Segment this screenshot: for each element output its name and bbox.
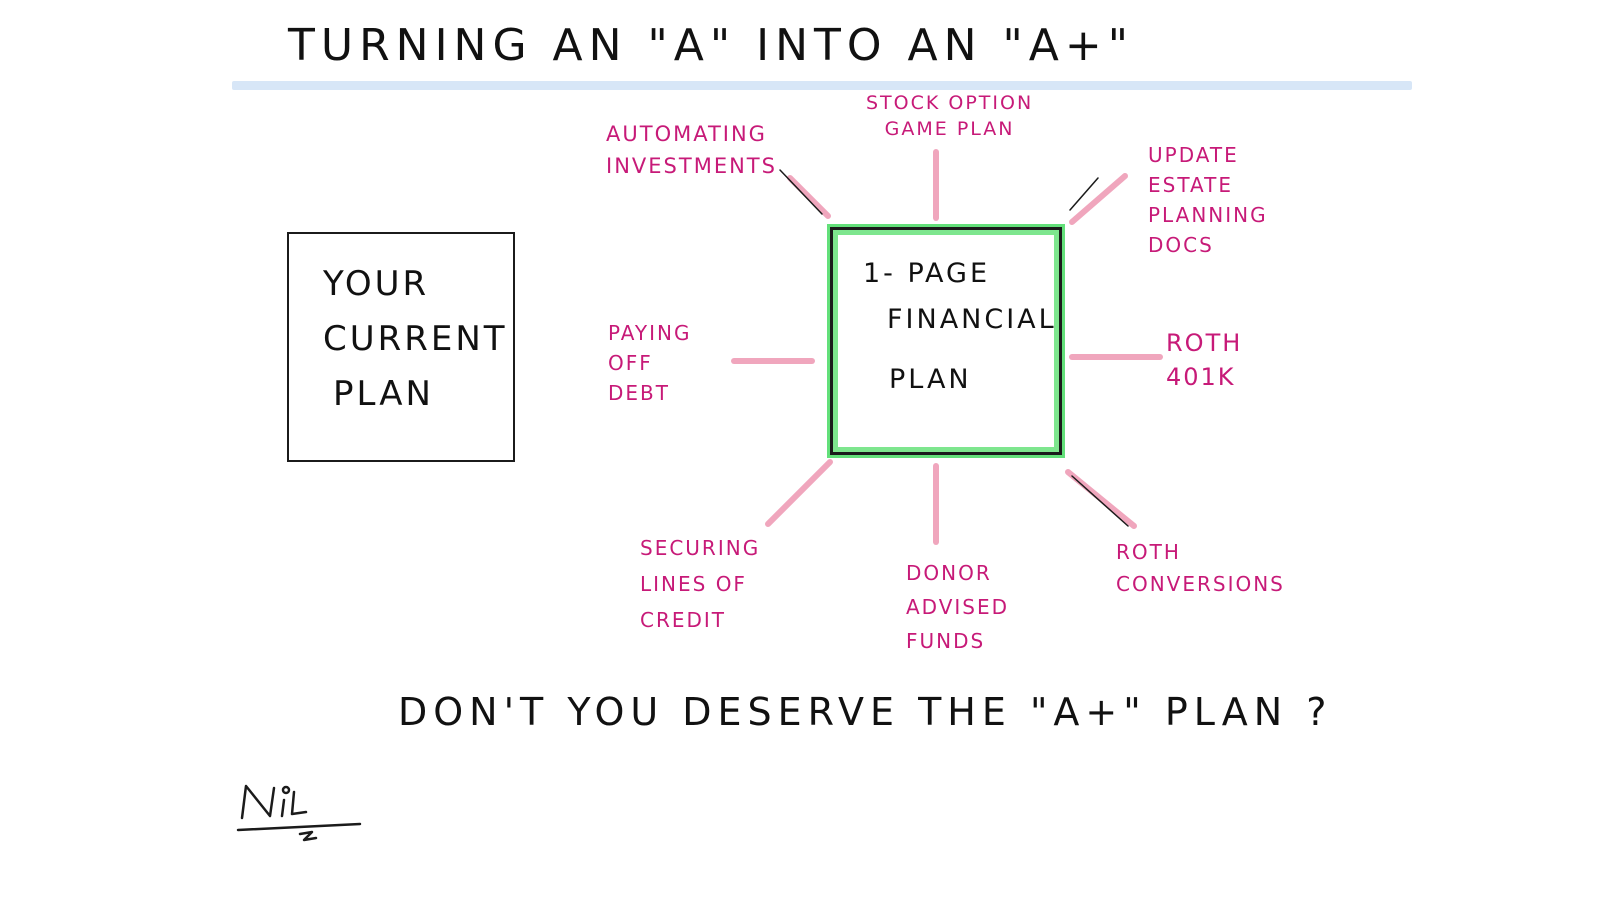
spoke-securing-credit: [765, 459, 833, 527]
signature-mark: [236, 784, 362, 842]
label-automating-investments: Automating Investments: [606, 122, 777, 178]
financial-plan-line-2: Financial: [887, 304, 1057, 335]
spoke-estate: [1069, 173, 1128, 225]
financial-plan-box: 1- Page Financial Plan: [830, 227, 1062, 455]
label-roth-401k: Roth 401k: [1166, 329, 1243, 391]
spoke-roth-conversions: [1065, 469, 1137, 529]
title-underline: [232, 81, 1412, 90]
current-plan-line-3: Plan: [333, 374, 434, 414]
label-donor-advised-funds: Donor Advised Funds: [906, 561, 1010, 653]
current-plan-box: Your Current Plan: [287, 232, 515, 462]
financial-plan-line-1: 1- Page: [863, 258, 991, 289]
tagline: Don't You Deserve The "A+" Plan ?: [398, 690, 1333, 734]
label-securing-lines-of-credit: Securing Lines of Credit: [640, 536, 761, 632]
current-plan-line-1: Your: [323, 264, 430, 304]
spoke-automating: [787, 175, 831, 219]
label-update-estate-planning-docs: Update Estate Planning Docs: [1148, 143, 1268, 257]
financial-plan-line-3: Plan: [889, 364, 972, 395]
label-paying-off-debt: Paying Off Debt: [608, 321, 692, 405]
page-title: Turning An "A" Into An "A+": [288, 20, 1134, 71]
current-plan-line-2: Current: [323, 319, 508, 359]
label-stock-option-game-plan: Stock Option Game Plan: [866, 92, 1034, 140]
label-roth-conversions: Roth Conversions: [1116, 540, 1285, 596]
